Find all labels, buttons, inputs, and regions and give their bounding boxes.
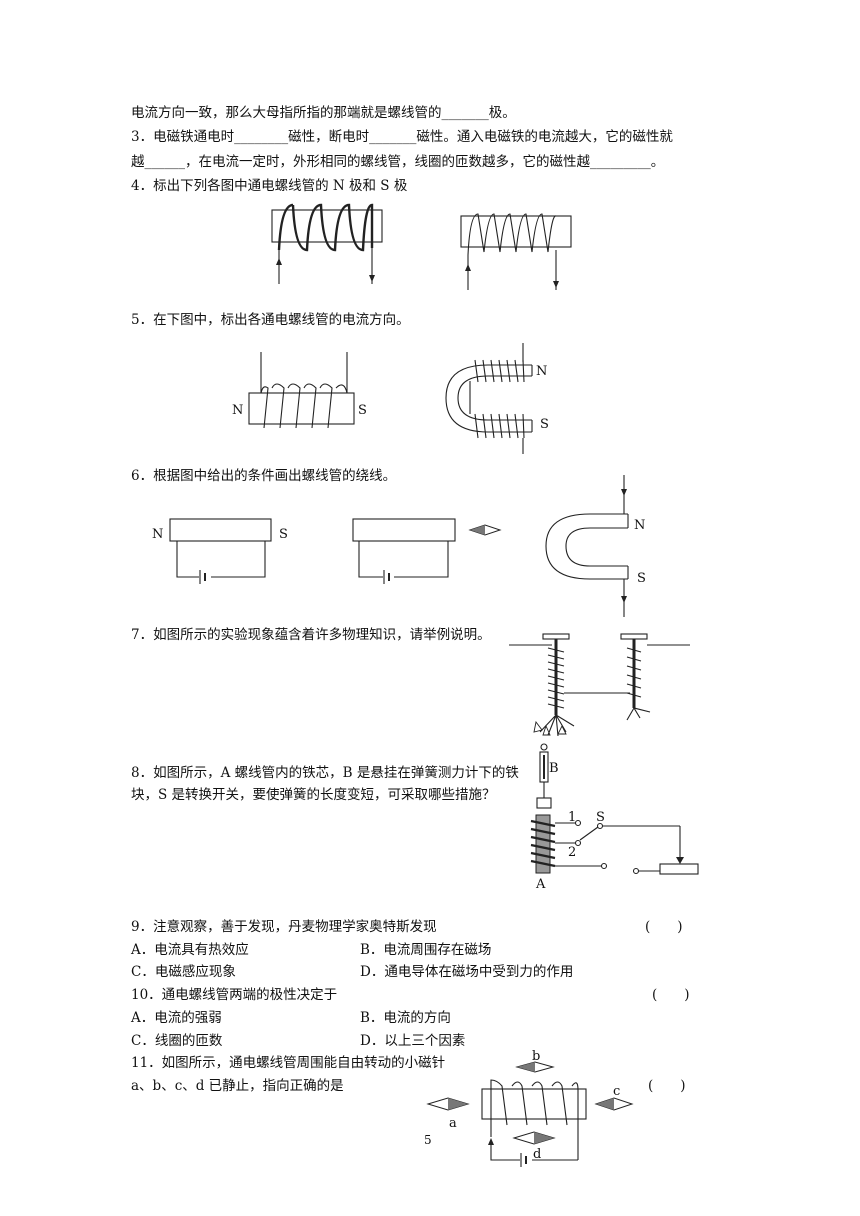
slider-arrow-icon (676, 857, 684, 864)
q6-tube-2 (352, 518, 456, 542)
pole-label-s: S (358, 403, 367, 418)
q4-arrow-up-icon (276, 258, 282, 265)
spring-scale-hook (540, 743, 548, 751)
q11-circuit (490, 1145, 578, 1161)
paperclips-right (626, 707, 651, 721)
pole-label-s: S (540, 417, 549, 432)
q4-solenoid-figures (271, 203, 572, 290)
q4-solenoid-2-coil (467, 213, 557, 256)
pole-label-s: S (279, 527, 288, 542)
q5-solenoid-figures: N S N S (232, 343, 549, 454)
iron-block (536, 797, 552, 809)
question-10-answer-paren: ( ) (652, 987, 690, 1003)
iron-core (535, 814, 551, 874)
question-11-answer-paren: ( ) (648, 1078, 686, 1094)
q10-option-c: C．线圈的匝数 (131, 1033, 223, 1049)
question-9-answer-paren: ( ) (645, 919, 683, 935)
pole-label-n: N (232, 403, 243, 418)
q6-figures: N S N S (152, 475, 646, 617)
solenoid-a-coil (530, 819, 556, 868)
q11-compass-figure: b a c d (426, 1049, 634, 1167)
compass-needle-fill (470, 525, 485, 535)
q10-option-d: D．以上三个因素 (360, 1033, 466, 1049)
pole-label-n: N (634, 518, 645, 533)
needle-label-c: c (613, 1084, 620, 1099)
q6-circuit-1 (176, 541, 266, 578)
question-11-line-1: 11．如图所示，通电螺线管周围能自由转动的小磁针 (131, 1055, 446, 1071)
arrow-down-icon (621, 489, 627, 496)
rheostat (659, 863, 699, 875)
question-11-line-2: a、b、c、d 已静止，指向正确的是 (131, 1078, 344, 1094)
q4-arrow-down-icon (553, 281, 559, 288)
q7-electromagnets-figure (509, 633, 690, 737)
q9-option-c: C．电磁感应现象 (131, 964, 236, 980)
pole-label-s: S (637, 571, 646, 586)
q4-solenoid-2-tube (460, 215, 572, 248)
terminal-1: 1 (568, 810, 576, 825)
question-9: 9．注意观察，善于发现，丹麦物理学家奥特斯发现 (131, 919, 437, 935)
q6-circuit-2 (358, 541, 449, 578)
q5-upper-coil (474, 359, 525, 383)
needle-label-d: d (533, 1147, 541, 1162)
paperclips-left (539, 714, 575, 737)
arrow-down-icon (621, 596, 627, 603)
page-number: 5 (424, 1133, 432, 1147)
question-10: 10．通电螺线管两端的极性决定于 (131, 987, 338, 1003)
q10-option-a: A．电流的强弱 (131, 1010, 222, 1026)
question-3-line-2: 越______，在电流一定时，外形相同的螺线管，线圈的匝数越多，它的磁性越___… (131, 154, 665, 170)
q9-option-d: D．通电导体在磁场中受到力的作用 (360, 964, 574, 980)
switch-s-lever (579, 826, 599, 841)
q11-solenoid-tube (481, 1088, 587, 1120)
label-b: B (549, 761, 559, 776)
right-coil (626, 647, 642, 698)
q11-coil (490, 1079, 579, 1160)
q9-option-a: A．电流具有热效应 (131, 942, 249, 958)
q4-arrow-down-icon (369, 275, 375, 282)
q5-straight-coil (260, 383, 348, 429)
question-6: 6．根据图中给出的条件画出螺线管的绕线。 (131, 468, 397, 484)
left-coil (547, 647, 565, 709)
pole-label-n: N (536, 364, 547, 379)
question-7: 7．如图所示的实验现象蕴含着许多物理知识，请举例说明。 (131, 627, 491, 643)
q8-circuit-figure: B A 1 2 S (530, 743, 699, 892)
pole-label-n: N (152, 527, 163, 542)
q6-u-core (545, 513, 628, 580)
q5-straight-tube (248, 392, 355, 425)
q9-option-b: B．电流周围存在磁场 (360, 942, 492, 958)
q4-arrow-up-icon (465, 264, 471, 271)
q10-option-b: B．电流的方向 (360, 1010, 451, 1026)
label-s: S (596, 810, 605, 825)
arrow-up-icon (488, 1138, 494, 1145)
question-3-line-1: 3．电磁铁通电时________磁性，断电时_______磁性。通入电磁铁的电流… (131, 129, 673, 145)
question-4: 4．标出下列各图中通电螺线管的 N 极和 S 极 (131, 178, 408, 194)
question-8: 8．如图所示，A 螺线管内的铁芯，B 是悬挂在弹簧测力计下的铁块，S 是转换开关… (131, 765, 519, 803)
needle-label-a: a (449, 1116, 457, 1131)
terminal-2: 2 (568, 845, 576, 860)
q5-lower-coil (474, 413, 525, 439)
label-a: A (535, 877, 546, 892)
question-5: 5．在下图中，标出各通电螺线管的电流方向。 (131, 312, 410, 328)
q4-solenoid-1-coil (277, 203, 374, 252)
needle-label-b: b (532, 1049, 540, 1064)
q6-tube-1 (169, 518, 272, 542)
text-line-1: 电流方向一致，那么大母指所指的那端就是螺线管的_______极。 (131, 105, 516, 121)
